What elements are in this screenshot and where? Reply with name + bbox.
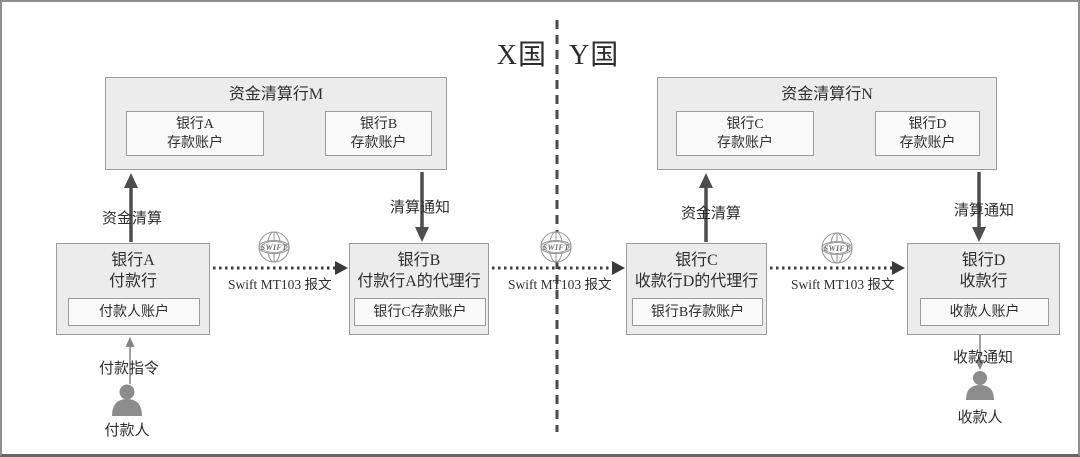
account-box-bank-d-deposit: 银行D 存款账户 [875, 111, 980, 156]
payment-order-label: 付款指令 [99, 361, 160, 377]
bank-a-title: 银行A 付款行 [57, 244, 209, 292]
account-line: 存款账户 [167, 136, 223, 151]
bank-c-title: 银行C 收款行D的代理行 [627, 244, 766, 292]
swift-icon-label: SWIFT [543, 243, 570, 252]
account-line: 银行A [175, 117, 215, 132]
swift-icon-label: SWIFT [261, 243, 288, 252]
account-line: 存款账户 [899, 136, 956, 151]
funds-clearing-label-left: 资金清算 [102, 211, 163, 227]
country-label-y: Y国 [569, 40, 620, 71]
bank-c-box: 银行C 收款行D的代理行 银行B存款账户 [626, 243, 767, 335]
bank-name: 银行C [675, 252, 718, 269]
swift-message-label-bc: Swift MT103 报文 [508, 277, 612, 292]
payer-icon [112, 384, 142, 416]
bank-role: 收款行D的代理行 [634, 273, 759, 290]
clearing-bank-n-box: 资金清算行N 银行C 存款账户 银行D 存款账户 [657, 77, 997, 170]
bank-a-box: 银行A 付款行 付款人账户 [56, 243, 210, 335]
account-line: 银行C [726, 117, 764, 132]
account-line: 存款账户 [717, 136, 773, 151]
payer-label: 付款人 [104, 423, 150, 439]
swift-icon: SWIFT [540, 231, 572, 263]
bank-name: 银行A [111, 252, 155, 269]
swift-message-label-cd: Swift MT103 报文 [791, 277, 895, 292]
bank-b-deposit-account-box: 银行B存款账户 [632, 298, 763, 326]
account-line: 存款账户 [350, 136, 407, 151]
bank-name: 银行D [961, 252, 1006, 269]
receipt-notice-label: 收款通知 [953, 350, 1014, 366]
account-line: 银行D [908, 117, 947, 132]
account-line: 银行B [359, 117, 398, 132]
account-box-bank-b-deposit: 银行B 存款账户 [325, 111, 432, 156]
bank-d-title: 银行D 收款行 [908, 244, 1059, 292]
swift-icon-label: SWIFT [824, 244, 851, 253]
clearing-notice-label-right: 清算通知 [954, 203, 1015, 219]
bank-c-deposit-account-box: 银行C存款账户 [354, 298, 486, 326]
bank-name: 银行B [397, 252, 441, 269]
clearing-notice-label-left: 清算通知 [390, 200, 451, 216]
bank-b-title: 银行B 付款行A的代理行 [350, 244, 488, 292]
bank-b-box: 银行B 付款行A的代理行 银行C存款账户 [349, 243, 489, 335]
funds-clearing-label-right: 资金清算 [681, 206, 742, 222]
clearing-bank-m-title: 资金清算行M [228, 86, 324, 103]
payee-label: 收款人 [957, 410, 1003, 426]
account-box-bank-a-deposit: 银行A 存款账户 [126, 111, 264, 156]
country-label-x: X国 [496, 40, 547, 71]
bank-role: 付款行 [108, 273, 157, 290]
bank-d-box: 银行D 收款行 收款人账户 [907, 243, 1060, 335]
clearing-bank-m-box: 资金清算行M 银行A 存款账户 银行B 存款账户 [105, 77, 447, 170]
clearing-bank-n-title: 资金清算行N [781, 86, 873, 103]
payee-account-box: 收款人账户 [920, 298, 1049, 326]
payer-account-box: 付款人账户 [68, 298, 200, 326]
payee-icon [966, 371, 994, 400]
bank-role: 付款行A的代理行 [357, 273, 481, 290]
swift-message-label-ab: Swift MT103 报文 [228, 277, 332, 292]
swift-icon: SWIFT [821, 232, 853, 264]
bank-role: 收款行 [959, 273, 1008, 290]
swift-icon: SWIFT [258, 231, 290, 263]
account-box-bank-c-deposit: 银行C 存款账户 [676, 111, 814, 156]
